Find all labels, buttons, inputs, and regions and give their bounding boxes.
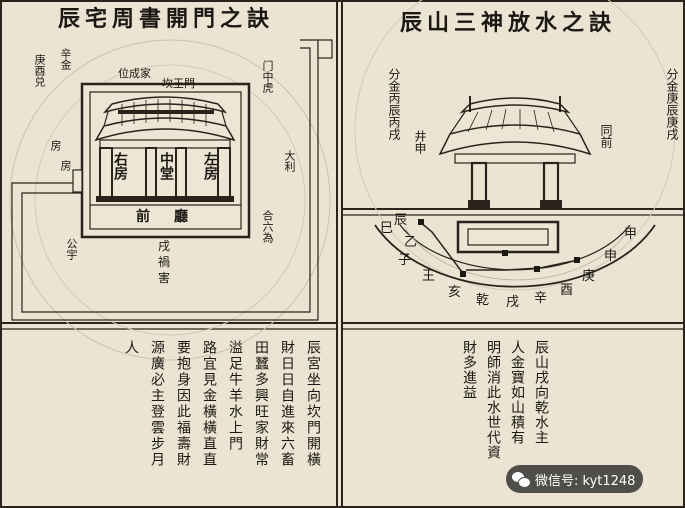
right-label-3: 大利 [283,150,296,172]
ring-char-5: 王 [422,269,436,284]
ring-char-2: 辰 [394,213,408,228]
left-text-col-6: 要抱身因此福壽財 [175,340,191,468]
temple-drawing-left [94,96,236,202]
left-label-1: 庚酉兑 [33,54,46,87]
ring-char-3: 乙 [404,235,418,250]
left-text-col-4: 溢足牛羊水上門 [227,340,243,452]
left-text-col-7: 源廣必主登雲步月 [149,340,165,468]
right-annotation-right-sub: 同前 [599,124,613,148]
temple-drawing-right [438,96,592,209]
right-annotation-right: 分金庚辰庚戌 [665,68,679,140]
bottom-label-2: 禍 [158,255,171,269]
right-title: 辰山三神放水之訣 [400,10,617,36]
left-side-label-1: 房 [49,140,62,151]
ring-char-9: 辛 [534,291,548,306]
watermark: 微信号: kyt1248 [506,465,644,493]
ring-char-11: 庚 [582,269,596,284]
right-text-col-3: 明師消此水世代資 [485,340,501,460]
bottom-label-3: 害 [158,271,171,285]
left-text-col-2: 財日日自進來六畜 [279,340,295,468]
left-text-col-5: 路宜見金橫橫直直 [201,340,217,468]
left-side-label-2: 房 [59,160,72,171]
right-annotation-left: 分金丙辰丙戌 [387,68,401,140]
house-plan [11,39,333,321]
right-text-col-2: 人金寶如山積有 [509,340,525,445]
left-label-3: 位成家 [118,67,151,80]
right-text-col-4: 財多進益 [461,340,477,400]
ring-char-8: 戌 [506,295,520,310]
ring-char-13: 甲 [624,227,638,242]
left-text-col-8: 人 [123,340,139,356]
ring-char-1: 巳 [380,221,394,236]
room-front-hall: 前廳 [136,209,212,225]
left-text-col-1: 辰宮坐向坎門開橫 [305,340,321,468]
ring-char-4: 子 [398,253,412,268]
wechat-icon [512,471,531,488]
right-text-col-1: 辰山戌向乾水主 [533,340,549,445]
left-text-col-3: 田蠶多興旺家財常 [253,340,269,468]
compass-ring [374,219,656,288]
ring-char-10: 酉 [560,283,574,298]
room-left: 左房 [202,152,218,180]
room-middle-hall: 中堂 [158,152,174,180]
left-label-4: 坎王門 [162,77,195,90]
left-label-2: 辛金 [59,48,72,70]
left-side-label-3: 公宇 [65,238,78,260]
left-title: 辰宅周書開門之訣 [58,6,275,32]
right-annotation-left-sub: 井申 [413,130,427,154]
bottom-label-1: 戌 [158,239,171,253]
right-label-2: 合六為 [261,210,274,243]
ring-char-7: 乾 [476,293,490,308]
room-right: 右房 [112,152,128,180]
ring-char-12: 申 [604,249,618,264]
right-label-1: 门中虎 [261,60,274,93]
watermark-text: 微信号: kyt1248 [535,473,636,489]
ring-char-6: 亥 [448,285,462,300]
